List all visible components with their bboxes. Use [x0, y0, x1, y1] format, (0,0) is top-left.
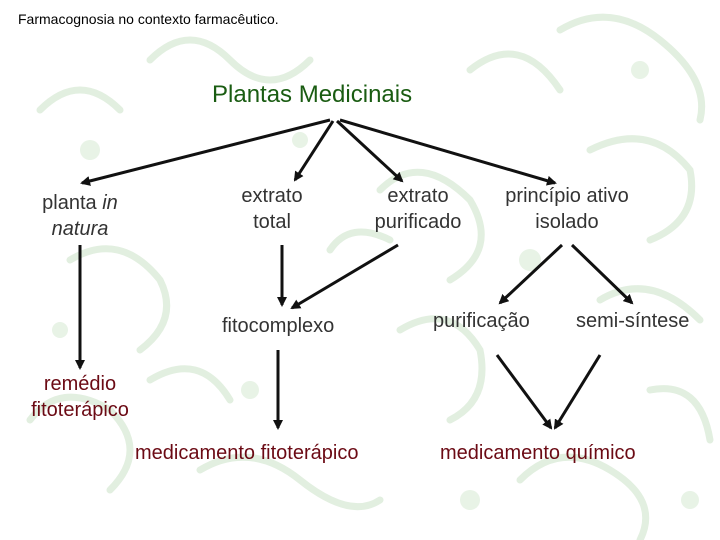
remedio-line2: fitoterápico — [31, 399, 129, 421]
node-remedio-fitoterapico: remédio fitoterápico — [18, 371, 142, 423]
planta-line1-prefix: planta — [42, 192, 103, 214]
principio-line2: isolado — [535, 211, 599, 233]
node-fitocomplexo: fitocomplexo — [222, 315, 335, 337]
arrow-purificacao-to-quimico — [495, 354, 553, 430]
node-principio-ativo-isolado: princípio ativo isolado — [486, 183, 648, 235]
page-title: Farmacognosia no contexto farmacêutico. — [18, 11, 279, 27]
node-medicamento-fitoterapico: medicamento fitoterápico — [135, 442, 359, 464]
planta-line2-italic: natura — [51, 218, 109, 240]
node-medicamento-quimico: medicamento químico — [440, 442, 636, 464]
arrow-semi-sintese-to-quimico — [553, 354, 602, 430]
node-purificacao: purificação — [433, 310, 530, 332]
node-extrato-purificado: extrato purificado — [360, 183, 476, 235]
remedio-line1: remédio — [43, 373, 117, 395]
extrato-purificado-line2: purificado — [374, 211, 462, 233]
arrow-main-to-extrato-total — [293, 120, 335, 182]
arrow-main-to-planta — [80, 118, 331, 186]
extrato-total-line1: extrato — [241, 185, 303, 207]
principio-line1: princípio ativo — [505, 185, 629, 207]
planta-line1-italic: in — [102, 192, 118, 214]
arrow-principio-to-purificacao — [498, 243, 564, 305]
extrato-purificado-line1: extrato — [387, 185, 449, 207]
arrow-main-to-extrato-purificado — [335, 119, 404, 183]
node-planta-in-natura: planta in natura — [30, 190, 130, 242]
extrato-total-line2: total — [253, 211, 291, 233]
arrow-extrato-purificado-to-fitocomplexo — [290, 243, 399, 310]
node-plantas-medicinais: Plantas Medicinais — [212, 81, 413, 108]
node-extrato-total: extrato total — [222, 183, 322, 235]
arrow-principio-to-semi-sintese — [570, 243, 634, 305]
arrow-main-to-principio-ativo — [339, 118, 557, 186]
node-semi-sintese: semi-síntese — [576, 310, 690, 332]
